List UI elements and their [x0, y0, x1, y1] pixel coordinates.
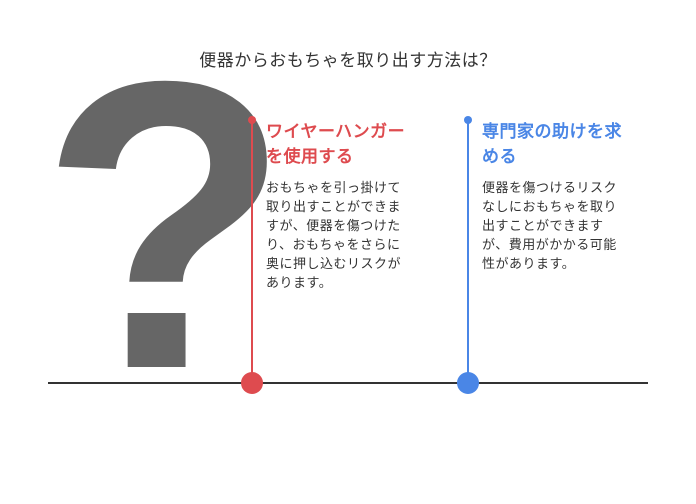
option-1-title-line: を使用する	[266, 147, 354, 167]
option-2-body-line: 便器を傷つけるリスク	[482, 181, 618, 196]
option-1-title: ワイヤーハンガー を使用する	[266, 120, 405, 170]
option-1-description: おもちゃを引っ掛けて 取り出すことができま すが、便器を傷つけた り、おもちゃを…	[266, 179, 401, 293]
option-2-body-line: 性があります。	[482, 257, 576, 272]
option-2-body-line: が、費用がかかる可能	[482, 238, 617, 253]
option-1-body-line: 取り出すことができま	[266, 200, 402, 215]
option-1-body-line: あります。	[266, 276, 333, 291]
option-1-title-line: ワイヤーハンガー	[266, 122, 406, 142]
option-2-title-line: める	[482, 147, 517, 167]
option-1-top-dot	[248, 116, 256, 124]
option-1-marker-dot	[241, 372, 263, 394]
question-mark-icon: ?	[40, 0, 291, 454]
option-2-title: 専門家の助けを求 める	[482, 120, 622, 170]
option-2-vertical-line	[467, 120, 469, 382]
option-2-title-line: 専門家の助けを求	[482, 122, 622, 142]
option-1-body-line: 奥に押し込むリスクが	[266, 257, 402, 272]
timeline-baseline	[48, 382, 648, 384]
option-2-top-dot	[464, 116, 472, 124]
option-2-marker-dot	[457, 372, 479, 394]
option-1-body-line: おもちゃを引っ掛けて	[266, 181, 402, 196]
option-1-vertical-line	[251, 120, 253, 382]
option-2-description: 便器を傷つけるリスク なしにおもちゃを取り 出すことができます が、費用がかかる…	[482, 179, 617, 274]
option-1-body-line: り、おもちゃをさらに	[266, 238, 401, 253]
page-title: 便器からおもちゃを取り出す方法は？	[199, 51, 497, 71]
option-2-body-line: 出すことができます	[482, 219, 604, 234]
option-1-body-line: すが、便器を傷つけた	[266, 219, 401, 234]
option-2-body-line: なしにおもちゃを取り	[482, 200, 618, 215]
